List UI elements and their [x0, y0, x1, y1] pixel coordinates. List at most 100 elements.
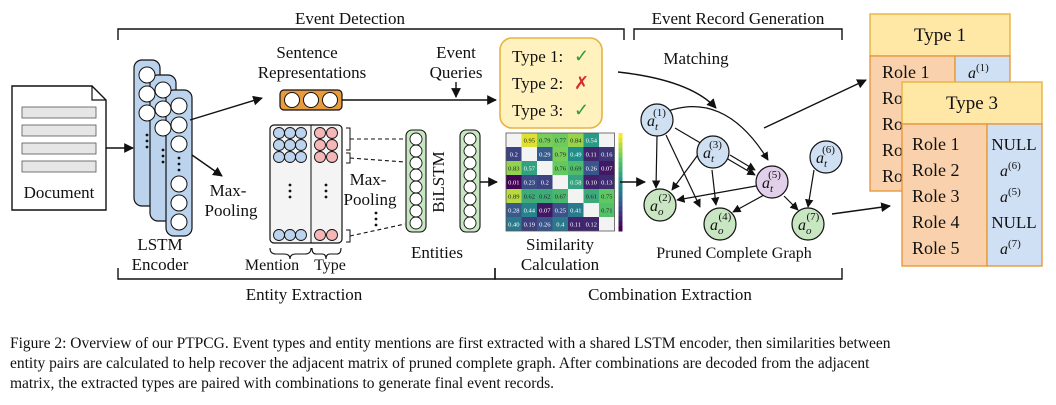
heatmap-value: 0.41 — [570, 208, 581, 215]
heatmap-colorbar-segment — [618, 147, 623, 154]
heatmap-cell — [568, 203, 584, 217]
heatmap-cell — [568, 189, 584, 203]
heatmap-value: 0.69 — [570, 166, 581, 173]
event-type-2-mark: ✗ — [574, 73, 589, 93]
heatmap-value: 0.16 — [601, 152, 613, 159]
heatmap-colorbar-segment — [618, 167, 623, 173]
heatmap-colorbar-segment — [618, 186, 623, 193]
heatmap-cell — [537, 189, 553, 203]
heatmap-value: 0.4 — [556, 222, 565, 229]
heatmap-cell — [521, 175, 537, 189]
record-type1-role-1: Role 1 — [882, 62, 930, 82]
heatmap-cell — [568, 175, 584, 189]
node-o4 — [703, 207, 737, 241]
node-t1 — [640, 103, 674, 137]
heatmap-cell — [521, 189, 537, 203]
heatmap-value: 0.2 — [541, 180, 549, 187]
heatmap-cell — [552, 133, 568, 147]
heatmap-value: 0.10 — [586, 180, 597, 187]
ptpcg-figure: Event Detection Event Record Generation … — [11, 9, 1043, 304]
combination-extraction-bracket — [494, 268, 843, 280]
heatmap-value: 0.01 — [508, 180, 519, 187]
heatmap-cell — [521, 161, 537, 175]
record-type3 — [901, 81, 1043, 267]
node-t6 — [809, 140, 843, 174]
heatmap-value: 0.62 — [524, 194, 535, 201]
lstm-encoder-label-1: LSTM — [137, 235, 182, 254]
max-pooling-2-label-b: Pooling — [344, 190, 397, 209]
event-detection-bracket — [117, 28, 625, 40]
node-t5 — [755, 165, 789, 199]
svg-text:at(3): at(3) — [703, 139, 722, 165]
heatmap-cell — [521, 147, 537, 161]
svg-text:ao(2): ao(2) — [650, 192, 672, 218]
heatmap-value: 0.61 — [586, 194, 597, 201]
heatmap-cell — [537, 133, 553, 147]
event-type-2-label: Type 2: — [512, 74, 563, 93]
combination-extraction-label: Combination Extraction — [588, 285, 752, 304]
heatmap-value: 0.12 — [586, 222, 597, 229]
heatmap-colorbar-segment — [618, 221, 623, 227]
heatmap-cell — [506, 203, 522, 217]
heatmap-value: 0.83 — [508, 166, 519, 173]
heatmap-colorbar-segment — [618, 177, 623, 183]
heatmap-cell — [537, 175, 553, 189]
svg-text:ao(4): ao(4) — [710, 211, 732, 237]
node-o2 — [643, 188, 677, 222]
heatmap-cell — [568, 133, 584, 147]
heatmap-colorbar-segment — [618, 206, 623, 212]
heatmap-border — [505, 132, 615, 232]
heatmap-cell — [552, 189, 568, 203]
heatmap-value: 0.11 — [570, 222, 581, 229]
record-type1-role-3: Ro — [882, 114, 903, 134]
type-label: Type — [314, 257, 346, 274]
heatmap-value: 0.07 — [601, 166, 613, 173]
heatmap-colorbar-segment — [618, 191, 623, 198]
heatmap-colorbar-segment — [618, 216, 623, 222]
record-type1-role-2: Ro — [882, 88, 903, 108]
heatmap-cell — [599, 175, 615, 189]
record-type3-arg-2: a(6) — [1000, 160, 1021, 180]
heatmap-cell — [537, 217, 553, 231]
sentence-repr-label-1: Sentence — [276, 43, 337, 62]
record-type3-arg-4: NULL — [991, 213, 1036, 232]
event-type-3-mark: ✓ — [574, 100, 589, 120]
similarity-label-2: Calculation — [521, 255, 600, 274]
heatmap-cell — [583, 161, 599, 175]
heatmap-value: 0.40 — [508, 222, 519, 229]
heatmap-value: 0.76 — [555, 166, 567, 173]
matching-label: Matching — [663, 49, 729, 68]
heatmap-value: 0.23 — [524, 180, 535, 187]
heatmap-value: 0.44 — [524, 208, 536, 215]
heatmap-cell — [568, 161, 584, 175]
heatmap-value: 0.58 — [570, 180, 581, 187]
encoder-to-mention-arrow — [191, 154, 223, 177]
heatmap-cell — [552, 217, 568, 231]
heatmap-cell — [552, 203, 568, 217]
heatmap-colorbar-segment — [618, 142, 623, 149]
heatmap-value: 0.75 — [601, 194, 612, 201]
heatmap-cell — [599, 217, 615, 231]
event-type-1-label: Type 1: — [512, 47, 563, 66]
heatmap-value: 0.79 — [555, 152, 566, 159]
svg-text:at(1): at(1) — [647, 107, 666, 133]
similarity-label-1: Similarity — [526, 235, 595, 254]
event-record-generation-bracket — [633, 28, 843, 40]
heatmap-cell — [537, 161, 553, 175]
heatmap-colorbar-segment — [618, 157, 623, 163]
svg-text:at(6): at(6) — [816, 144, 835, 170]
heatmap-cell — [506, 175, 522, 189]
svg-text:ao(7): ao(7) — [798, 211, 820, 237]
event-types-box — [499, 37, 603, 129]
event-record-generation-label: Event Record Generation — [652, 9, 825, 28]
entities-label: Entities — [411, 243, 463, 262]
heatmap-colorbar-segment — [618, 182, 623, 188]
record-type3-role-4: Role 4 — [912, 212, 960, 232]
heatmap-colorbar-segment — [618, 162, 623, 168]
heatmap-cell — [599, 189, 615, 203]
heatmap-cell — [583, 203, 599, 217]
heatmap-value: 0.84 — [570, 138, 582, 145]
heatmap-value: 0.26 — [539, 222, 551, 229]
heatmap-colorbar-segment — [618, 172, 623, 178]
